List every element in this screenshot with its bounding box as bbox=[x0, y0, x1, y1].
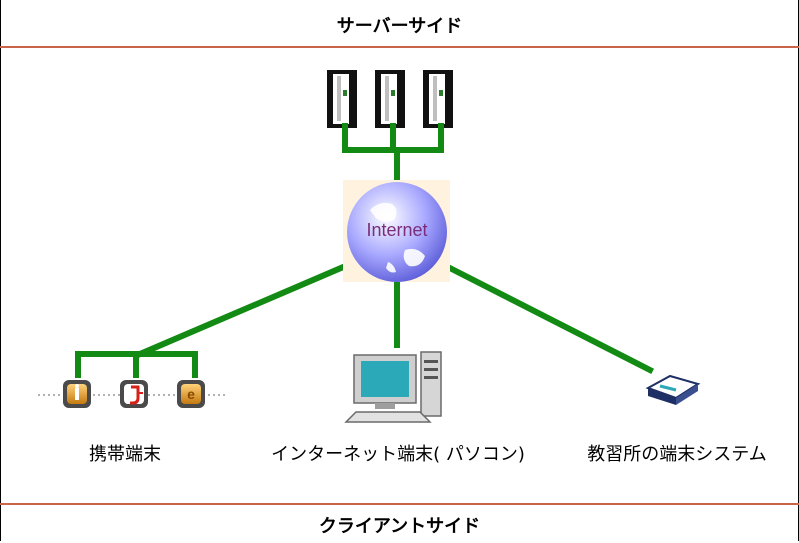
mobile-carrier-i-mode-icon bbox=[63, 380, 91, 408]
server-side-divider bbox=[0, 46, 799, 48]
globe-label: Internet bbox=[366, 220, 427, 240]
globe-icon bbox=[343, 180, 450, 282]
terminal-device-icon bbox=[645, 374, 701, 405]
client-side-divider bbox=[0, 503, 799, 505]
server-tower-icon bbox=[327, 70, 453, 128]
network-connectors bbox=[75, 123, 655, 378]
mobile-carrier-j-phone-icon bbox=[120, 380, 148, 408]
server-side-heading: サーバーサイド bbox=[336, 16, 463, 37]
svg-text:e: e bbox=[187, 386, 195, 402]
mobile-carrier-ezweb-icon: e bbox=[177, 380, 205, 408]
client-side-heading: クライアントサイド bbox=[318, 516, 481, 537]
mobile-devices-group: e bbox=[38, 380, 228, 408]
school-terminal-label: 教習所の端末システム bbox=[587, 444, 767, 465]
pc-terminal-label: インターネット端末( パソコン) bbox=[271, 444, 525, 465]
mobile-terminal-label: 携帯端末 bbox=[89, 444, 161, 465]
desktop-computer-icon bbox=[344, 351, 442, 423]
